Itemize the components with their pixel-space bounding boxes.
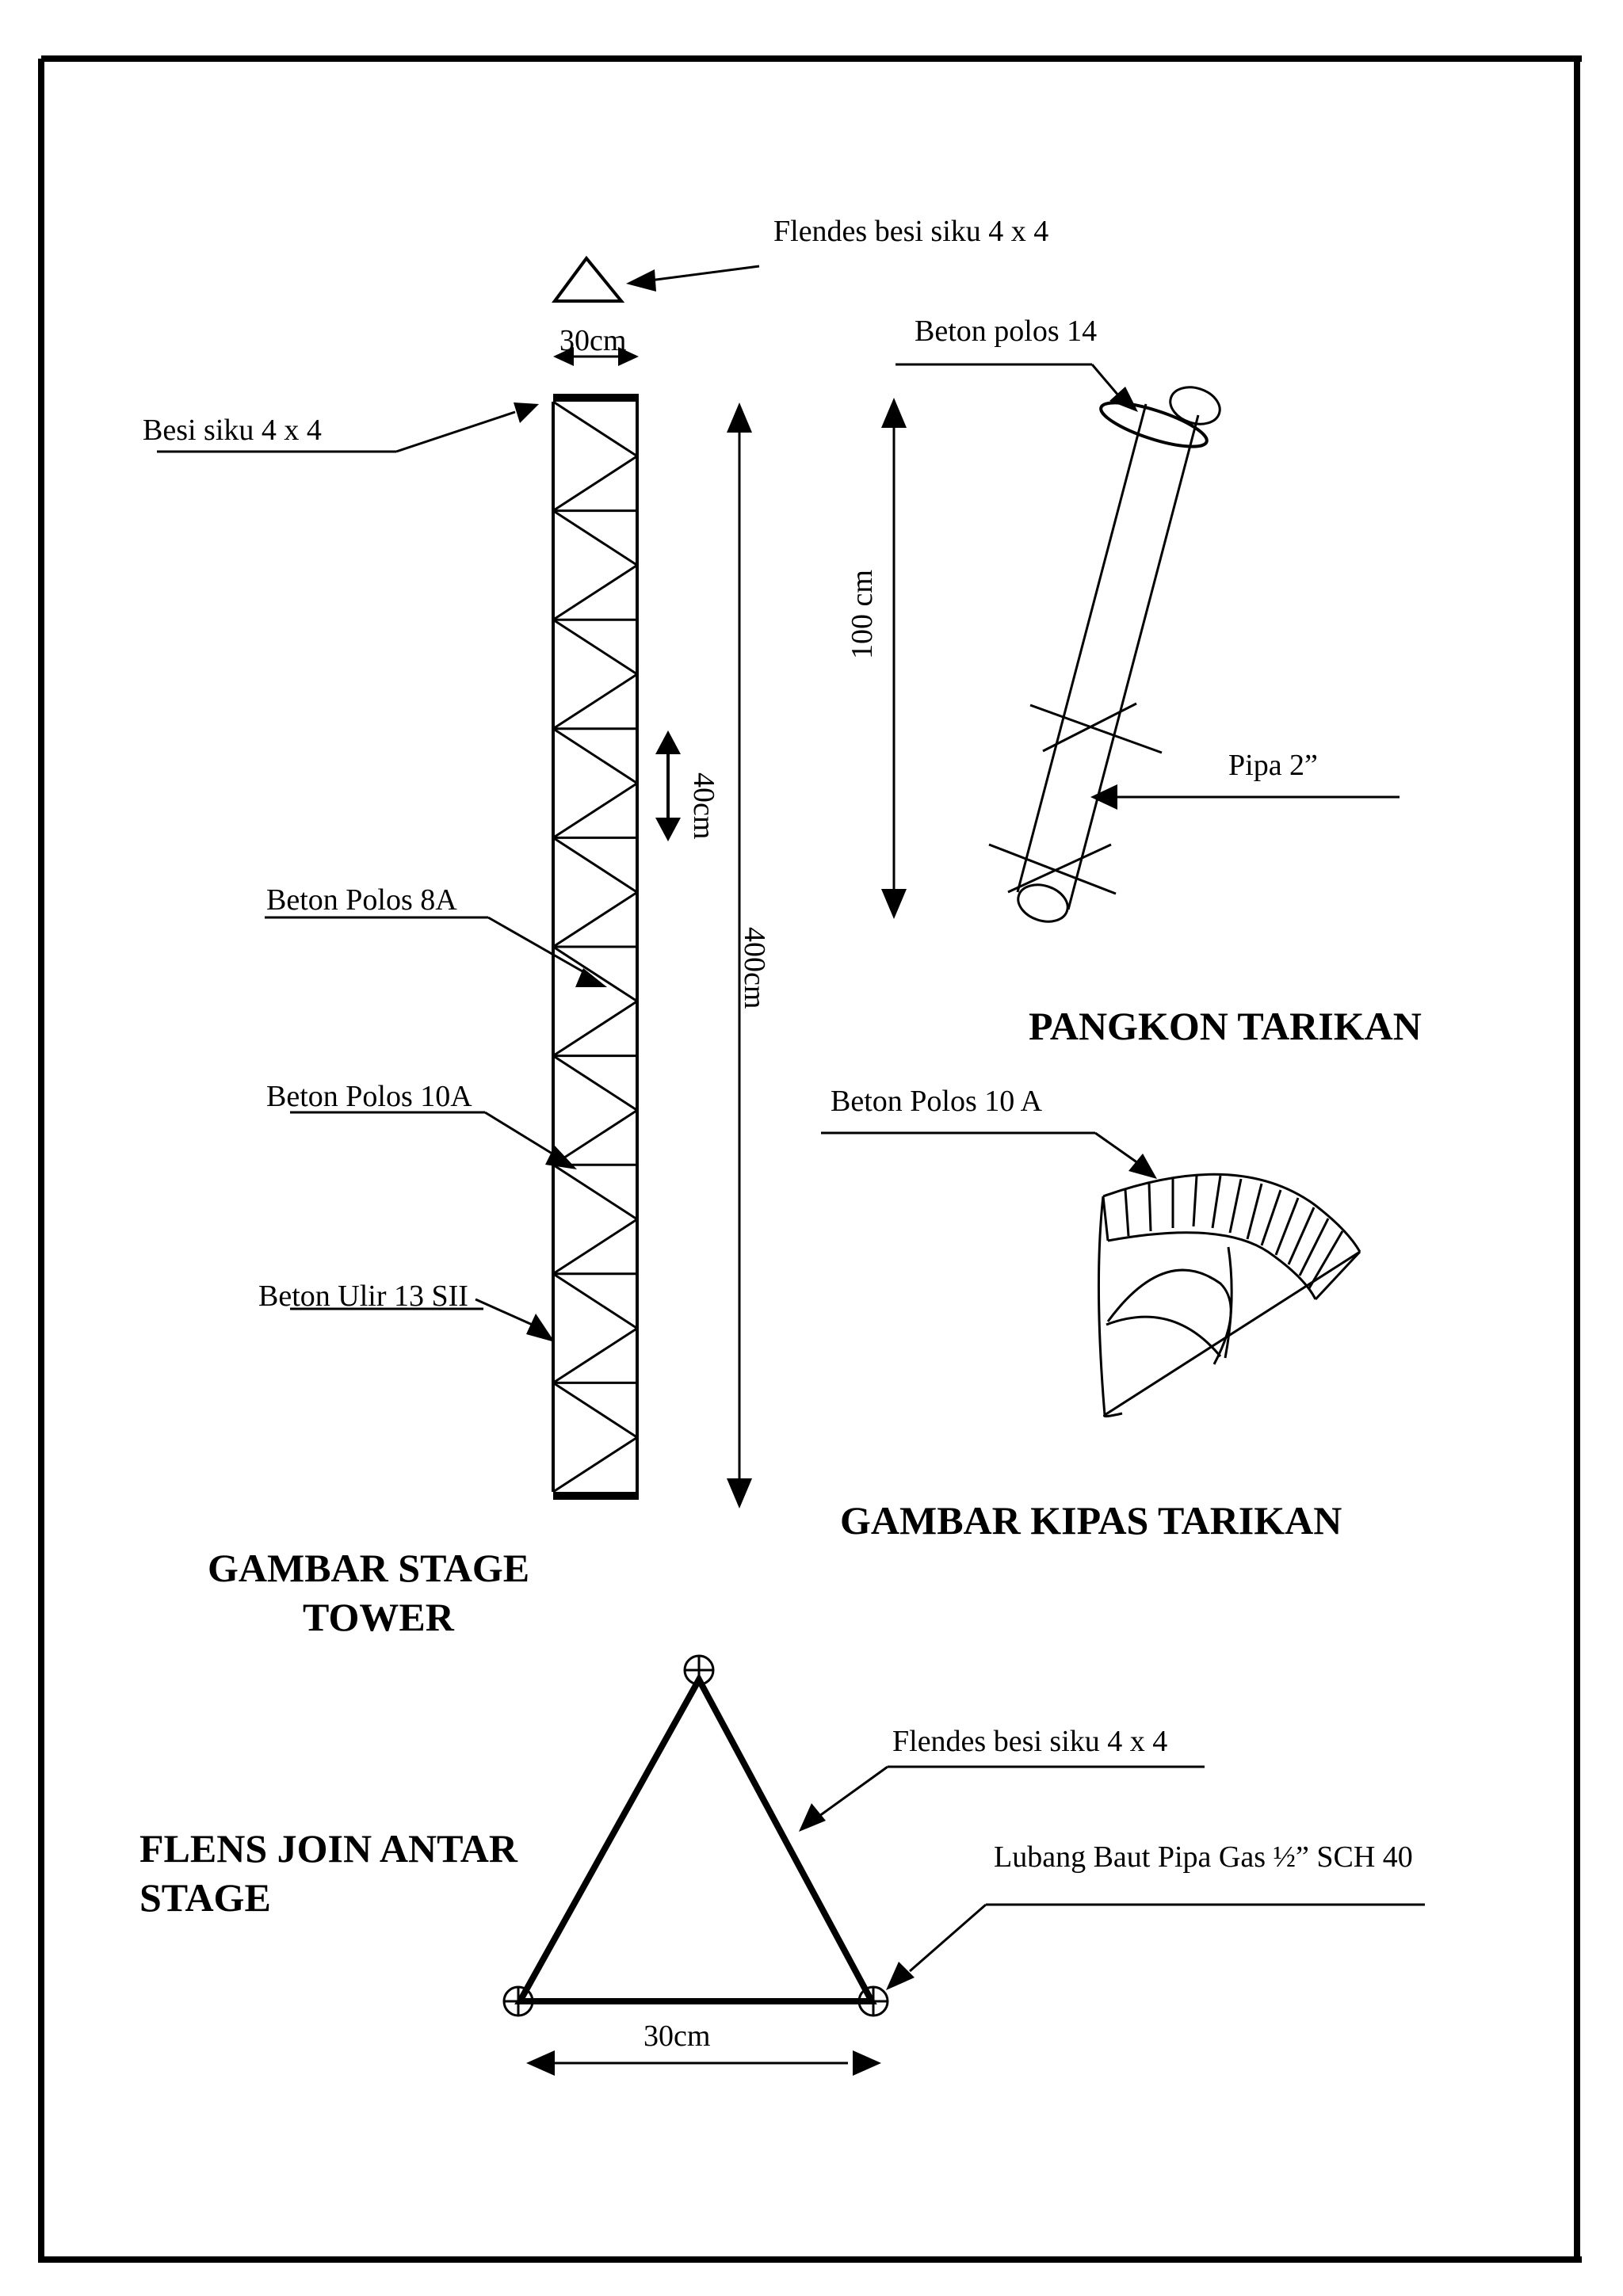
bottom-plate xyxy=(553,1492,639,1500)
arrow-head xyxy=(626,269,656,292)
arrow-head xyxy=(881,398,907,428)
page-border xyxy=(38,55,1582,2263)
arrow-head xyxy=(799,1803,826,1832)
tower-diagonal xyxy=(552,945,638,1003)
kipas-bar-label: Beton Polos 10 A xyxy=(831,1085,1043,1118)
arrow-head xyxy=(526,1314,555,1342)
bolt-label: Lubang Baut Pipa Gas ½” SCH 40 xyxy=(994,1840,1413,1874)
tower-diagonal xyxy=(552,782,638,839)
panel-label: 40cm xyxy=(687,772,720,839)
kipas-leader xyxy=(1094,1131,1139,1165)
tower-diagonal xyxy=(552,1382,638,1439)
arrow-head xyxy=(853,2050,881,2076)
arrow-head xyxy=(727,402,752,433)
tower-diagonal xyxy=(552,1272,638,1329)
kipas-ribs xyxy=(1124,1175,1344,1289)
arrow-head xyxy=(514,402,539,423)
tower-diagonal xyxy=(552,1163,638,1221)
leg-leader xyxy=(395,410,516,453)
pipe-label: Pipa 2” xyxy=(1228,749,1318,782)
tower-width-label: 30cm xyxy=(559,324,626,357)
flens-drawing: FLENS JOIN ANTAR STAGE Flendes besi siku… xyxy=(139,1654,1425,2076)
bolt-leader xyxy=(909,1903,987,1973)
stage-tower-title-line2: TOWER xyxy=(303,1595,455,1639)
height-label: 400cm xyxy=(738,927,771,1009)
arrow-head xyxy=(1128,1154,1157,1179)
tower-diagonal xyxy=(552,1055,638,1112)
arrow-head xyxy=(545,1146,577,1169)
tower-diagonal xyxy=(552,891,638,948)
pipe-2inch xyxy=(988,386,1221,923)
tower-diagonal xyxy=(552,509,638,566)
top-flange-label: Flendes besi siku 4 x 4 xyxy=(773,215,1048,248)
tower-diagonal xyxy=(552,1327,638,1384)
pangkon-drawing: Beton polos 14 100 cm Pipa 2” PANGKON TA… xyxy=(846,315,1422,1048)
flens-width-label: 30cm xyxy=(643,2019,710,2053)
tower-diagonal xyxy=(552,1218,638,1276)
arrow-head xyxy=(727,1478,752,1508)
top-flange-leader xyxy=(649,265,760,282)
arrow-head xyxy=(886,1962,915,1990)
bolt-hole-right xyxy=(857,1985,889,2017)
rebar-label: Beton Ulir 13 SII xyxy=(258,1280,468,1313)
bolt-hole-left xyxy=(502,1985,534,2017)
tower-diagonal xyxy=(552,564,638,621)
ring-label: Beton polos 14 xyxy=(915,315,1097,348)
tower-diagonal xyxy=(552,837,638,894)
tower-diagonal xyxy=(552,727,638,784)
kipas-drawing: Beton Polos 10 A xyxy=(821,1085,1361,1543)
arrow-head xyxy=(618,347,639,366)
tower-diagonal xyxy=(552,400,638,458)
arrow-head xyxy=(1090,784,1117,810)
flens-title-line2: STAGE xyxy=(139,1875,271,1920)
horizontal-label: Beton Polos 10A xyxy=(266,1080,472,1113)
arrow-head xyxy=(655,730,681,754)
stage-tower-title-line1: GAMBAR STAGE xyxy=(208,1546,529,1590)
flens-flange-leader xyxy=(819,1765,888,1817)
pangkon-title: PANGKON TARIKAN xyxy=(1029,1004,1422,1048)
tower-diagonal xyxy=(552,1436,638,1493)
tower-diagonal xyxy=(552,618,638,676)
tower-truss xyxy=(552,400,639,1493)
top-flange-triangle xyxy=(552,255,625,303)
stage-tower-drawing: Flendes besi siku 4 x 4 30cm Besi siku 4… xyxy=(143,215,1048,1639)
arrow-head xyxy=(553,347,574,366)
rebar-leader xyxy=(475,1298,537,1328)
length-label: 100 cm xyxy=(846,570,879,659)
arrow-head xyxy=(526,2050,555,2076)
kipas-title: GAMBAR KIPAS TARIKAN xyxy=(840,1498,1342,1543)
ring-leader xyxy=(1090,364,1121,397)
flens-title-line1: FLENS JOIN ANTAR xyxy=(139,1826,518,1871)
tower-diagonal xyxy=(552,1109,638,1166)
bolt-hole-top xyxy=(683,1654,715,1686)
top-plate xyxy=(553,394,639,402)
flange-triangle xyxy=(514,1672,877,2004)
arrow-head xyxy=(575,968,607,987)
tower-diagonal xyxy=(552,1000,638,1057)
arrow-head xyxy=(655,818,681,841)
diagonal-leader xyxy=(487,916,589,976)
horizontal-leader xyxy=(484,1111,556,1157)
tower-diagonal xyxy=(552,673,638,730)
flens-flange-label: Flendes besi siku 4 x 4 xyxy=(892,1725,1167,1758)
arrow-head xyxy=(881,889,907,919)
diagonal-label: Beton Polos 8A xyxy=(266,883,457,917)
tower-diagonal xyxy=(552,455,638,512)
kipas-fan xyxy=(1097,1173,1361,1418)
leg-label: Besi siku 4 x 4 xyxy=(143,414,322,447)
